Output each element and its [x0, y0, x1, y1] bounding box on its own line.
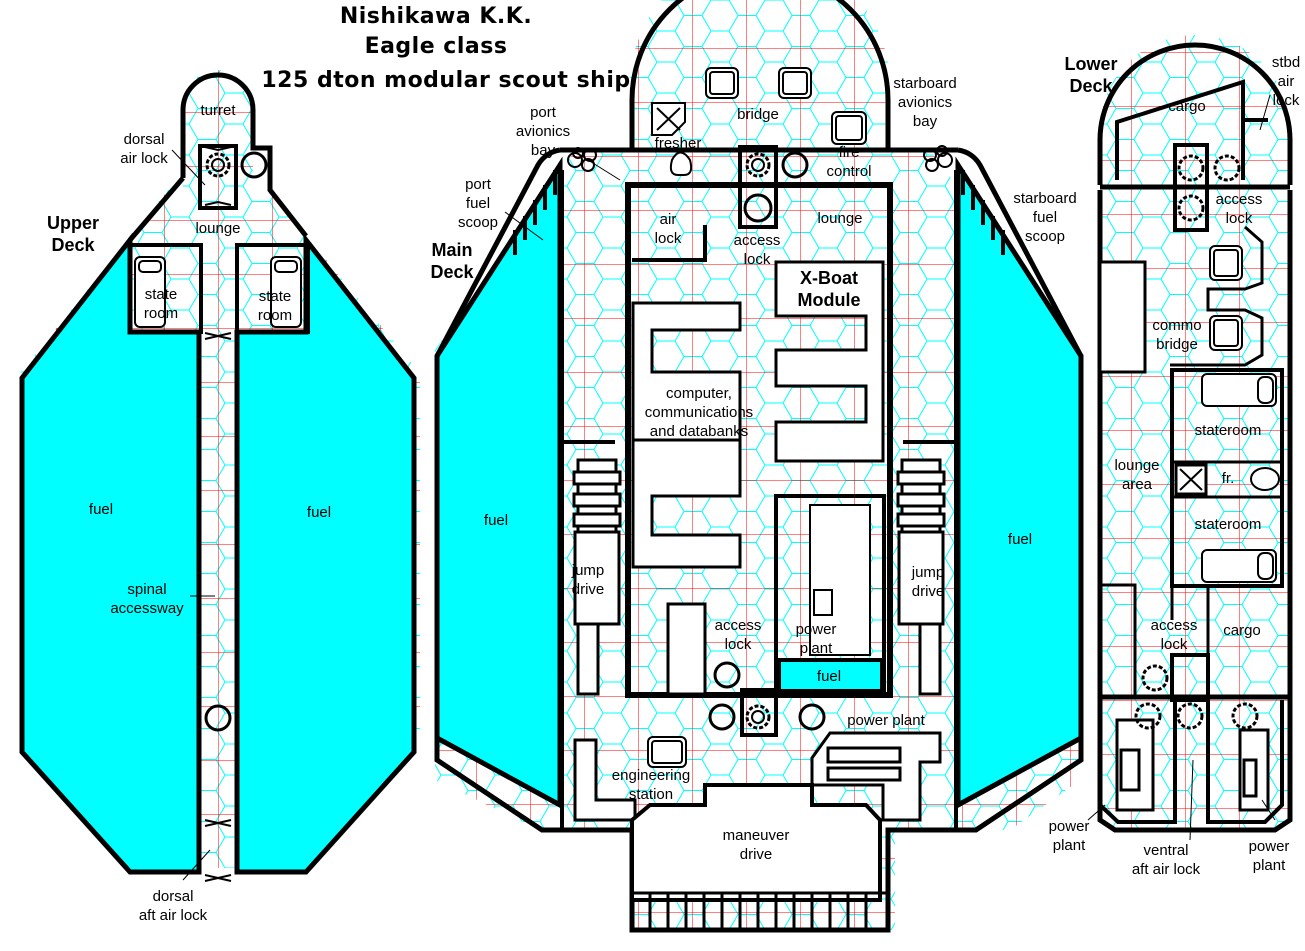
label-bridge: bridge: [737, 106, 779, 123]
label-power-plant-module: power plant: [795, 621, 837, 657]
title-class: Eagle class: [364, 34, 508, 59]
label-access-lock-fwd: access lock: [733, 232, 781, 268]
label-starboard-fuel-scoop: starboard fuel scoop: [1013, 190, 1077, 245]
lower-deck: [1087, 35, 1293, 841]
label-engineering-station: engineering station: [611, 767, 691, 803]
bed-icon: [1201, 373, 1277, 407]
label-upper-fuel-right: fuel: [306, 504, 332, 521]
label-lower-access-lock-aft: access lock: [1150, 617, 1198, 653]
bridge-airlock-hatch: [745, 152, 771, 178]
label-power-plant-stbd: power plant: [1248, 838, 1290, 874]
label-xboat-module: X-Boat Module: [797, 268, 861, 310]
engineering-console: [573, 738, 637, 822]
label-lounge-area: lounge area: [1114, 457, 1160, 493]
label-stbd-air-lock: stbd air lock: [1271, 54, 1301, 109]
main-hull: [434, 0, 1084, 933]
main-fuel-tank-starboard: [955, 156, 1084, 810]
label-access-lock-aft: access lock: [714, 617, 762, 653]
label-fresher: fresher: [654, 135, 702, 152]
lower-engine-room: [1098, 700, 1284, 824]
label-lower-access-lock-fwd: access lock: [1215, 191, 1263, 227]
starboard-avionics-bay: [923, 145, 953, 172]
label-stateroom-2: stateroom: [1194, 516, 1262, 533]
hatch-icon: [781, 151, 809, 179]
power-plant-stbd-unit: [1238, 728, 1270, 812]
label-fire-control: fire control: [826, 144, 872, 180]
label-dorsal-air-lock: dorsal air lock: [120, 131, 168, 167]
label-air-lock: air lock: [654, 211, 682, 247]
maneuver-drive: [630, 783, 882, 902]
commo-seat-icon: [1209, 245, 1243, 351]
power-plant-port-unit: [1115, 718, 1155, 812]
maneuver-drive-nozzles: [632, 891, 888, 930]
label-dorsal-aft-air-lock: dorsal aft air lock: [138, 888, 208, 924]
main-deck: [434, 0, 1084, 933]
label-upper-fuel-left: fuel: [88, 501, 114, 518]
starboard-fuel-scoop-vents: [961, 170, 1005, 255]
bridge-seat-icon: [647, 67, 867, 768]
bed-icon: [1201, 549, 1277, 583]
label-starboard-avionics-bay: starboard avionics bay: [893, 75, 957, 130]
upper-hull: [128, 72, 308, 242]
upper-stateroom-right: [235, 243, 310, 334]
upper-fuel-tank-left: [19, 232, 202, 875]
lower-stateroom-block: [1170, 368, 1284, 588]
toilet-icon: [1250, 467, 1280, 491]
main-deck-label: Main Deck: [430, 240, 474, 282]
label-commo-bridge: commo bridge: [1152, 317, 1202, 353]
label-jump-drive-starboard: jump drive: [911, 564, 945, 600]
module-bay-frame: [625, 182, 893, 698]
title-company: Nishikawa K.K.: [339, 4, 533, 29]
computer-module: [631, 301, 742, 569]
upper-deck: [19, 70, 420, 882]
label-stateroom-left: state room: [143, 286, 179, 322]
label-cargo-aft: cargo: [1223, 622, 1261, 639]
label-maneuver-drive: maneuver drive: [722, 827, 790, 863]
label-cargo-fwd: cargo: [1168, 98, 1206, 115]
label-fuel-module: fuel: [816, 668, 842, 685]
label-main-fuel-starboard: fuel: [1007, 531, 1033, 548]
label-lower-fresher: fr.: [1221, 470, 1235, 487]
dorsal-airlock-hatch: [205, 152, 231, 178]
label-main-fuel-port: fuel: [483, 512, 509, 529]
upper-hatch-ring: [240, 151, 268, 179]
spinal-hatch: [204, 704, 232, 732]
jump-drive-port: [572, 458, 622, 696]
label-computer: computer, communications and databanks: [644, 385, 754, 440]
label-port-fuel-scoop: port fuel scoop: [457, 176, 499, 231]
upper-deck-label: Upper Deck: [46, 213, 100, 255]
jump-drive-starboard: [896, 458, 946, 696]
label-jump-drive-port: jump drive: [571, 562, 605, 598]
lower-fwd-hatch: [1177, 194, 1205, 222]
xboat-module: [774, 260, 885, 463]
aft-airlock-hatch: [745, 704, 771, 730]
label-stateroom-1: stateroom: [1194, 422, 1262, 439]
title-description: 125 dton modular scout ship: [261, 68, 631, 93]
label-spinal-accessway: spinal accessway: [110, 581, 184, 617]
label-port-avionics-bay: port avionics bay: [515, 104, 571, 159]
label-upper-lounge: lounge: [195, 220, 241, 237]
label-turret: turret: [200, 102, 236, 119]
commo-console: [1170, 225, 1264, 367]
power-plant-module: [774, 494, 886, 696]
upper-stateroom-left: [128, 243, 203, 334]
port-fuel-scoop-vents: [513, 170, 557, 255]
label-main-lounge: lounge: [817, 210, 863, 227]
bunk-icon: [270, 256, 302, 328]
label-ventral-aft-air-lock: ventral aft air lock: [1131, 842, 1201, 878]
toilet-icon: [669, 151, 693, 176]
fresher-shower-icon: [651, 102, 686, 136]
bunk-icon: [134, 256, 166, 328]
door-marker-icon: [204, 146, 232, 882]
lower-deck-label: Lower Deck: [1064, 54, 1118, 96]
label-power-plant-port: power plant: [1048, 818, 1090, 854]
fuel-module: [777, 658, 884, 693]
label-stateroom-right: state room: [257, 288, 293, 324]
label-power-plant: power plant: [847, 712, 925, 729]
